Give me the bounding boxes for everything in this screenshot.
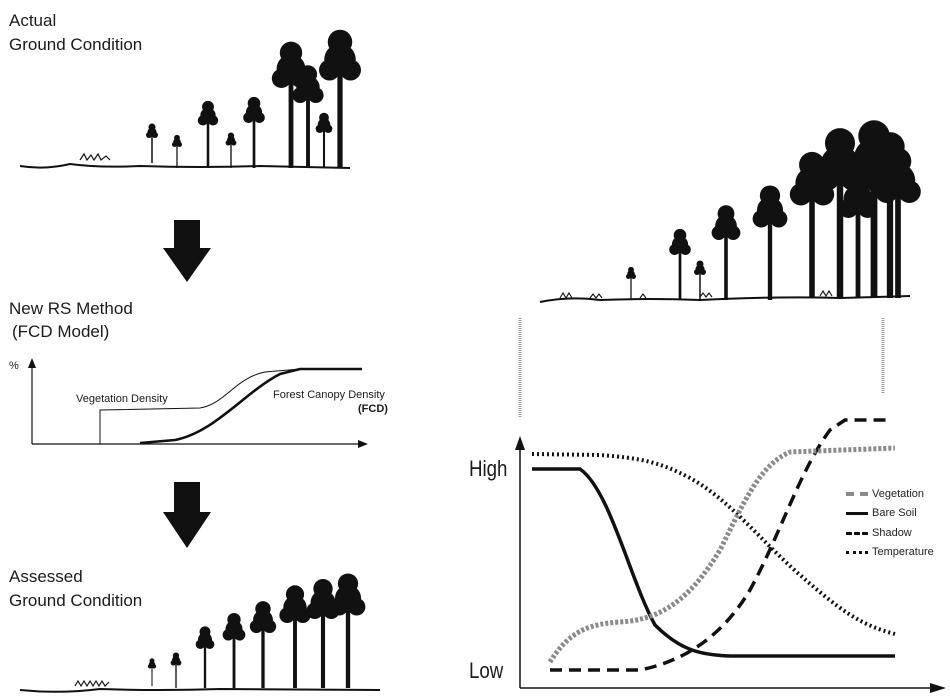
fcd-label-line1: Forest Canopy Density (273, 389, 385, 401)
down-arrow-1 (163, 220, 211, 282)
vegetation-density-label: Vegetation Density (76, 393, 168, 405)
legend-bare-soil: Bare Soil (846, 507, 917, 519)
legend-label-temperature: Temperature (872, 546, 934, 558)
legend-vegetation: Vegetation (846, 488, 924, 500)
fcd-label-line2: (FCD) (358, 403, 388, 415)
actual-ground-title-line1: Actual (9, 11, 57, 30)
legend-swatch-temperature (846, 550, 868, 554)
temperature-curve (531, 452, 896, 636)
legend-label-vegetation: Vegetation (872, 488, 924, 500)
method-title-line2: (FCD Model) (12, 322, 110, 341)
right-forest-illustration (539, 120, 921, 303)
fcd-mini-chart (28, 358, 368, 448)
actual-ground-illustration (19, 29, 361, 169)
actual-ground-title-line2: Ground Condition (9, 35, 143, 54)
legend-shadow: Shadow (846, 527, 912, 539)
assessed-ground-illustration (19, 573, 381, 693)
assessed-title-line2: Ground Condition (9, 591, 143, 610)
method-title-line1: New RS Method (9, 299, 133, 318)
legend-swatch-shadow (846, 531, 868, 535)
legend-swatch-bare-soil (846, 511, 868, 515)
legend-temperature: Temperature (846, 546, 934, 558)
percent-label: % (9, 360, 19, 372)
vegetation-curve (547, 445, 896, 664)
high-label: High (469, 456, 508, 481)
low-label: Low (469, 658, 504, 683)
main-graph (515, 418, 946, 693)
down-arrow-2 (163, 482, 211, 548)
shadow-curve (550, 418, 890, 672)
legend-label-shadow: Shadow (872, 527, 912, 539)
legend-swatch-vegetation (846, 492, 868, 496)
legend-label-bare-soil: Bare Soil (872, 507, 917, 519)
assessed-title-line1: Assessed (9, 567, 83, 586)
